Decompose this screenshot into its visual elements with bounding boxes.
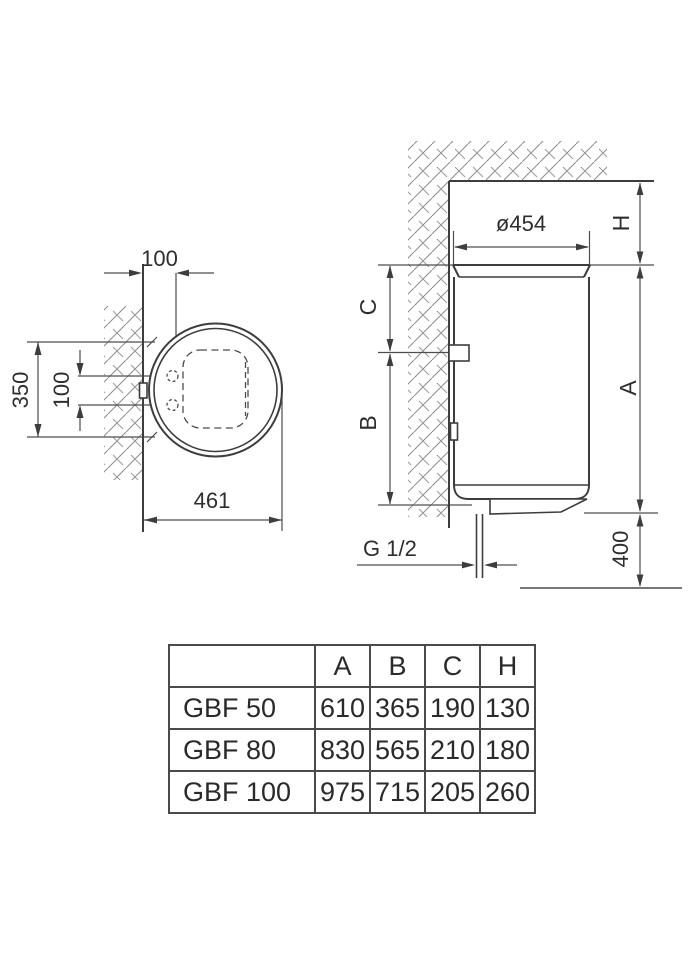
side-view-dimension-lines (357, 183, 658, 586)
table-row: GBF 100 975 715 205 260 (168, 770, 536, 814)
dim-h-label: H (608, 215, 634, 232)
value-cell: 205 (424, 770, 481, 814)
top-view-diagram: 100 350 100 461 (8, 246, 283, 532)
wall-hatch-right (408, 141, 607, 517)
model-cell: GBF 50 (168, 686, 316, 730)
tank-hidden-lines (166, 349, 249, 429)
mounting-hole-upper (166, 369, 179, 383)
value-cell: 715 (369, 770, 426, 814)
dim-a-label: A (615, 380, 641, 396)
heater-outline-side-view (452, 264, 591, 500)
wall-bracket-upper (448, 344, 470, 362)
value-cell: 260 (479, 770, 536, 814)
wall-bracket-lower (449, 422, 459, 441)
col-header-b: B (369, 644, 426, 688)
value-cell: 565 (369, 728, 426, 772)
dimension-table: A B C H GBF 50 610 365 190 130 GBF 80 83… (168, 644, 536, 814)
side-view-arrowheads (386, 182, 644, 587)
dim-diameter-label: ø454 (496, 211, 546, 236)
tank-outline-top-view (148, 322, 283, 458)
model-cell: GBF 80 (168, 728, 316, 772)
table-row: GBF 50 610 365 190 130 (168, 686, 536, 730)
dim-floor-clearance-label: 400 (608, 531, 633, 568)
side-view-diagram: ø454 H A 400 C B G 1/2 (355, 141, 682, 589)
wall-lines-side-view (448, 180, 654, 528)
value-cell: 975 (314, 770, 371, 814)
dim-b-label: B (355, 415, 381, 430)
table-row: GBF 80 830 565 210 180 (168, 728, 536, 772)
dim-hole-spacing-label: 100 (49, 372, 74, 409)
dim-pipe-thread-label: G 1/2 (363, 536, 417, 561)
bottom-cover (489, 498, 588, 515)
value-cell: 210 (424, 728, 481, 772)
wall-hatch-left (104, 306, 143, 480)
dim-vertical-span-label: 350 (8, 372, 33, 409)
wall-bracket-top-view (138, 382, 148, 399)
col-header-h: H (479, 644, 536, 688)
value-cell: 830 (314, 728, 371, 772)
dim-wall-offset-label: 100 (141, 246, 178, 271)
inlet-pipe (475, 514, 484, 578)
value-cell: 365 (369, 686, 426, 730)
col-header-a: A (314, 644, 371, 688)
dim-c-label: C (355, 299, 381, 316)
value-cell: 190 (424, 686, 481, 730)
model-cell: GBF 100 (168, 770, 316, 814)
value-cell: 180 (479, 728, 536, 772)
dim-depth-label: 461 (194, 488, 231, 513)
table-corner-cell (168, 644, 316, 688)
value-cell: 610 (314, 686, 371, 730)
value-cell: 130 (479, 686, 536, 730)
top-view-arrowheads (34, 269, 282, 524)
mounting-hole-lower (166, 398, 179, 412)
table-header-row: A B C H (168, 644, 536, 688)
col-header-c: C (424, 644, 481, 688)
dimension-drawing: 100 350 100 461 (8, 141, 682, 589)
top-view-dimension-lines (27, 272, 283, 531)
